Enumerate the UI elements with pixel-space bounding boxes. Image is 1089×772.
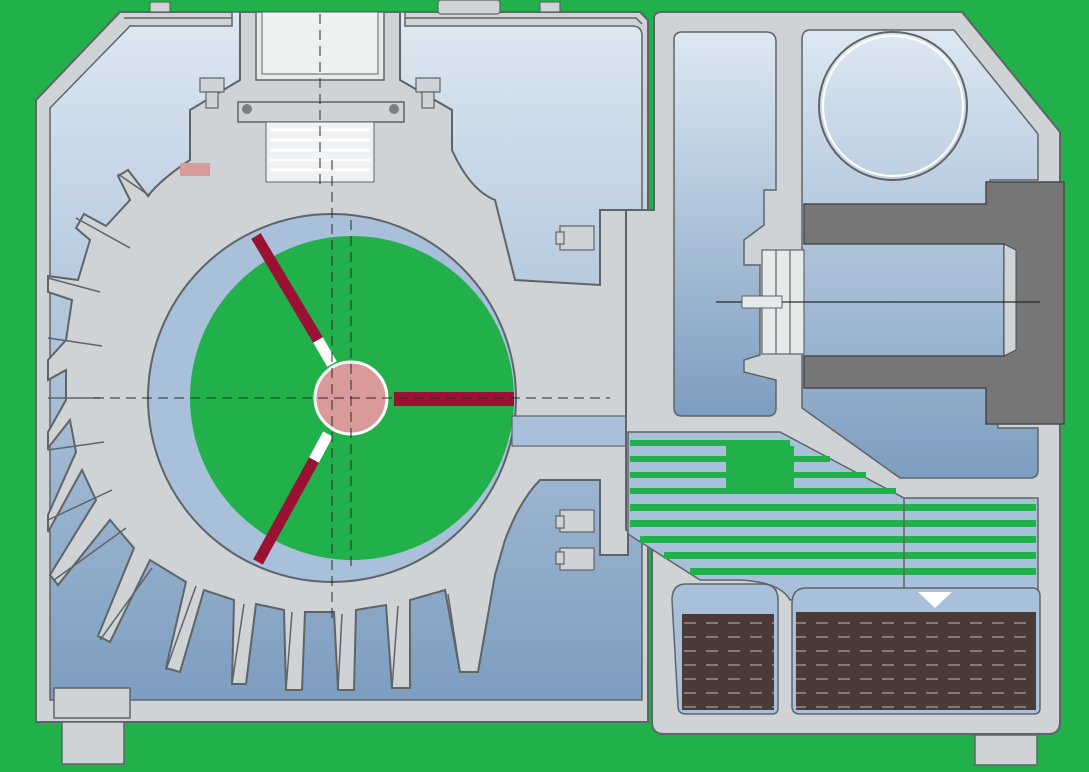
marker-tag — [180, 163, 210, 176]
vane-lower — [253, 457, 319, 565]
left-foot-block — [53, 687, 131, 719]
oil-left — [682, 614, 774, 710]
shaft-key — [1003, 243, 1017, 357]
vanes — [251, 233, 514, 565]
flange-screw-right — [389, 104, 399, 114]
outlet-port — [511, 415, 629, 447]
vane-upper-gap — [313, 337, 337, 367]
shaft-pin — [741, 295, 783, 309]
right-upper-left-cell — [673, 31, 777, 417]
valve-flange — [237, 101, 405, 123]
oil-mist-stripes — [630, 440, 1036, 575]
vane-lower-gap — [309, 431, 333, 463]
vane-upper — [251, 233, 323, 343]
triangle-down-icon — [918, 592, 952, 608]
hex-bolt-icon — [149, 0, 561, 109]
sight-glass — [818, 31, 968, 181]
sight-glass-inner — [822, 35, 964, 177]
oil-right — [796, 612, 1036, 710]
left-foot — [61, 721, 125, 765]
flange-screw-left — [242, 104, 252, 114]
cooling-fins — [47, 173, 461, 691]
vane-right — [394, 392, 514, 406]
right-foot — [974, 734, 1038, 766]
